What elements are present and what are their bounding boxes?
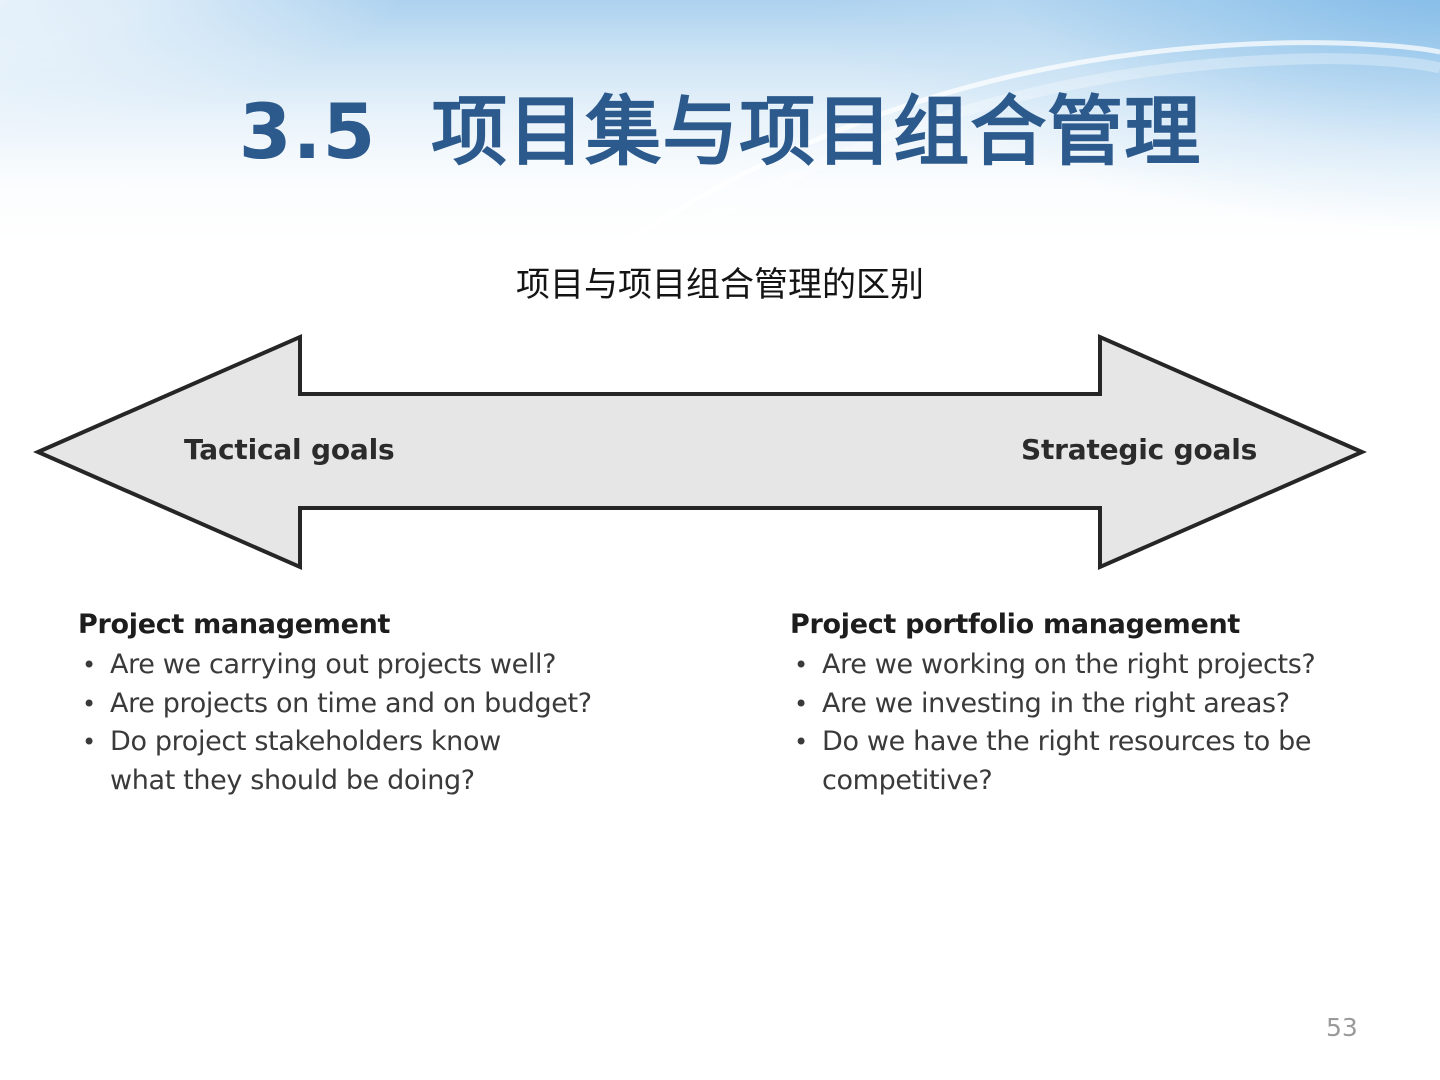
project-portfolio-management-column: Project portfolio management Are we work… [790,606,1390,800]
project-management-column: Project management Are we carrying out p… [78,606,738,800]
list-item: Do we have the right resources to be com… [790,723,1390,800]
slide-title: 3.5 项目集与项目组合管理 [238,87,1202,176]
column-heading: Project portfolio management [790,609,1240,640]
column-bullet-list: Are we working on the right projects? Ar… [790,646,1390,800]
list-item: Do project stakeholders know what they s… [78,723,738,800]
list-item: Are we carrying out projects well? [78,646,738,685]
list-item: Are projects on time and on budget? [78,685,738,724]
arrow-diagram [30,330,1370,580]
list-item: Are we investing in the right areas? [790,685,1390,724]
arrow-label-strategic: Strategic goals [1021,433,1258,466]
double-arrow-shape [33,333,1367,571]
list-item: Are we working on the right projects? [790,646,1390,685]
column-heading: Project management [78,609,391,640]
arrow-label-tactical: Tactical goals [184,433,395,466]
page-number: 53 [1326,1013,1358,1042]
column-bullet-list: Are we carrying out projects well? Are p… [78,646,738,800]
slide-subtitle: 项目与项目组合管理的区别 [516,265,924,305]
